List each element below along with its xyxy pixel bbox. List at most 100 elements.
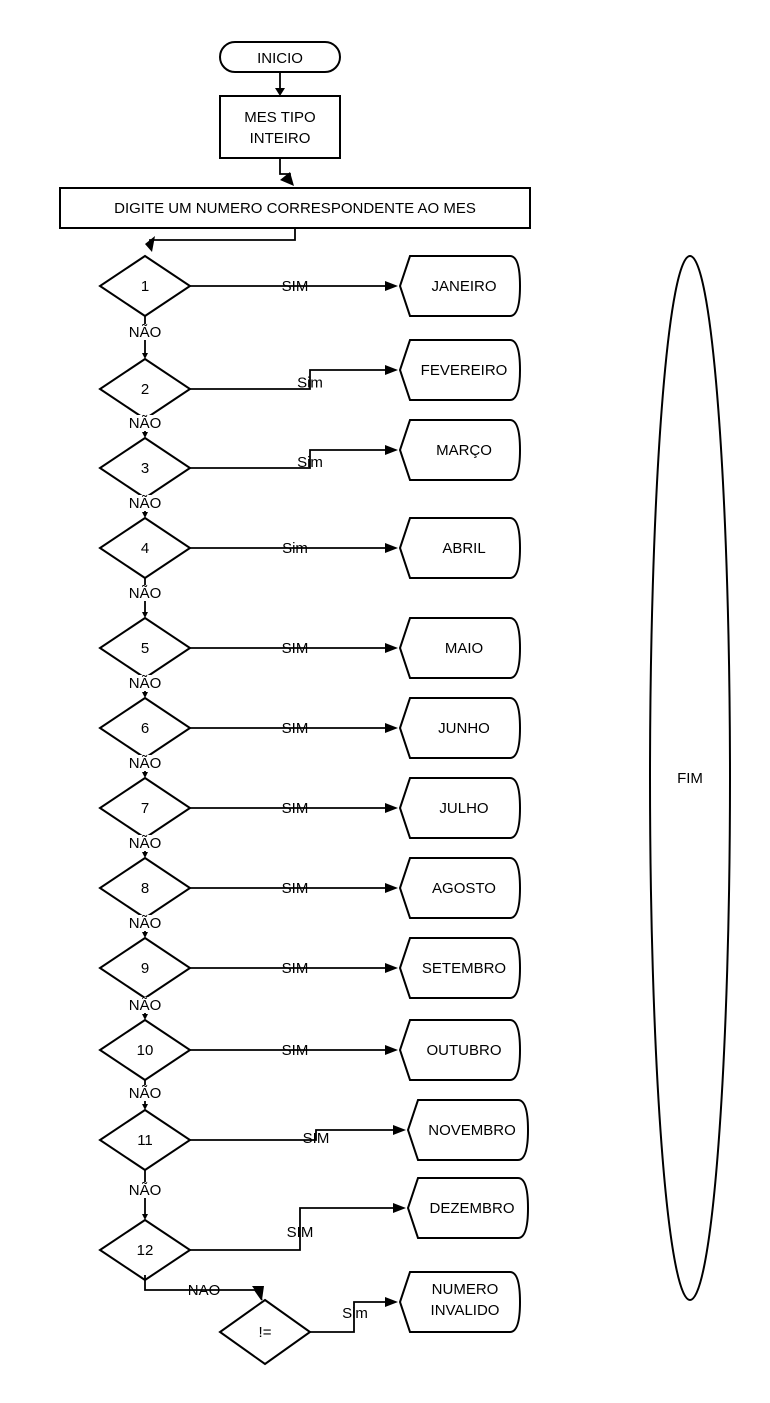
arrowhead [142, 852, 148, 858]
arrowhead [142, 432, 148, 438]
connector [310, 1301, 385, 1333]
yes-label-10: SIM [282, 1042, 309, 1059]
arrowhead [252, 1286, 264, 1300]
arrowhead [393, 1125, 406, 1135]
no-label-5: NÃO [129, 675, 162, 692]
arrowhead [385, 543, 398, 553]
no-label-6: NÃO [129, 755, 162, 772]
arrowhead [275, 88, 285, 96]
yes-label-5: SIM [282, 640, 309, 657]
no-label-9: NÃO [129, 997, 162, 1014]
arrowhead [385, 963, 398, 973]
declaration-line-2: INTEIRO [250, 130, 311, 147]
no-label-2: NÃO [129, 415, 162, 432]
no-label-12: NAO [188, 1282, 221, 1299]
display-label-8: AGOSTO [432, 880, 496, 897]
yes-label-3: Sim [297, 454, 323, 471]
display-invalid-line-2: INVALIDO [431, 1302, 500, 1319]
yes-label-2: Sim [297, 375, 323, 392]
display-maio [398, 617, 522, 679]
label-backing [125, 1085, 165, 1101]
decision-label-9: 9 [141, 960, 149, 977]
display-abril [398, 517, 522, 579]
display-invalid-line-1: NUMERO [432, 1281, 499, 1298]
arrowhead [142, 772, 148, 778]
decision-label-12: 12 [137, 1242, 154, 1259]
no-label-4: NÃO [129, 585, 162, 602]
arrowhead [385, 281, 398, 291]
decision-label-5: 5 [141, 640, 149, 657]
arrowhead [145, 236, 155, 252]
display-setembro [398, 937, 522, 999]
label-backing [125, 675, 165, 691]
arrowhead [142, 353, 148, 359]
label-backing [125, 997, 165, 1013]
label-backing [125, 835, 165, 851]
yes-connector [190, 1129, 393, 1141]
arrowhead [385, 883, 398, 893]
display-label-3: MARÇO [436, 442, 492, 459]
arrowhead [393, 1203, 406, 1213]
display-dezembro [406, 1177, 530, 1239]
yes-connector [190, 369, 385, 390]
display-invalid [398, 1271, 522, 1333]
end-terminator [649, 255, 731, 1301]
arrowhead [385, 1045, 398, 1055]
arrowhead [142, 1014, 148, 1020]
display-label-5: MAIO [445, 640, 483, 657]
no-label-1: NÃO [129, 324, 162, 341]
yes-connector [190, 1207, 393, 1251]
display-label-12: DEZEMBRO [429, 1200, 514, 1217]
display-julho [398, 777, 522, 839]
yes-label-8: SIM [282, 880, 309, 897]
label-backing [125, 915, 165, 931]
input-prompt: DIGITE UM NUMERO CORRESPONDENTE AO MES [114, 200, 476, 217]
yes-label-6: SIM [282, 720, 309, 737]
display-label-4: ABRIL [442, 540, 485, 557]
label-backing [125, 495, 165, 511]
arrowhead [385, 803, 398, 813]
no-label-8: NÃO [129, 915, 162, 932]
decision-invalid-label: != [259, 1324, 272, 1341]
label-backing [125, 585, 165, 601]
arrowhead [280, 172, 294, 186]
arrowhead [142, 692, 148, 698]
display-label-6: JUNHO [438, 720, 490, 737]
arrowhead [385, 365, 398, 375]
display-junho [398, 697, 522, 759]
yes-label-4: Sim [282, 540, 308, 557]
label-backing [125, 415, 165, 431]
yes-connector [190, 449, 385, 469]
decision-label-10: 10 [137, 1042, 154, 1059]
decision-label-7: 7 [141, 800, 149, 817]
declaration-line-1: MES TIPO [244, 109, 315, 126]
arrowhead [142, 1104, 148, 1110]
decision-label-8: 8 [141, 880, 149, 897]
no-label-11: NÃO [129, 1182, 162, 1199]
display-novembro [406, 1099, 530, 1161]
arrowhead [385, 1297, 398, 1307]
display-fevereiro [398, 339, 522, 401]
yes-label-9: SIM [282, 960, 309, 977]
display-label-2: FEVEREIRO [421, 362, 508, 379]
start-label: INICIO [257, 50, 303, 67]
arrowhead [142, 612, 148, 618]
yes-label-12: SIM [287, 1224, 314, 1241]
display-label-11: NOVEMBRO [428, 1122, 516, 1139]
decision-label-11: 11 [137, 1132, 153, 1149]
display-outubro [398, 1019, 522, 1081]
yes-label-7: SIM [282, 800, 309, 817]
arrowhead [385, 445, 398, 455]
arrowhead [385, 723, 398, 733]
decision-label-2: 2 [141, 381, 149, 398]
display-label-7: JULHO [439, 800, 488, 817]
no-label-10: NÃO [129, 1085, 162, 1102]
display-label-9: SETEMBRO [422, 960, 506, 977]
no-label-7: NÃO [129, 835, 162, 852]
decision-label-3: 3 [141, 460, 149, 477]
decision-label-1: 1 [141, 278, 149, 295]
yes-label-invalid: Sim [342, 1305, 368, 1322]
display-label-1: JANEIRO [431, 278, 496, 295]
decision-label-4: 4 [141, 540, 149, 557]
